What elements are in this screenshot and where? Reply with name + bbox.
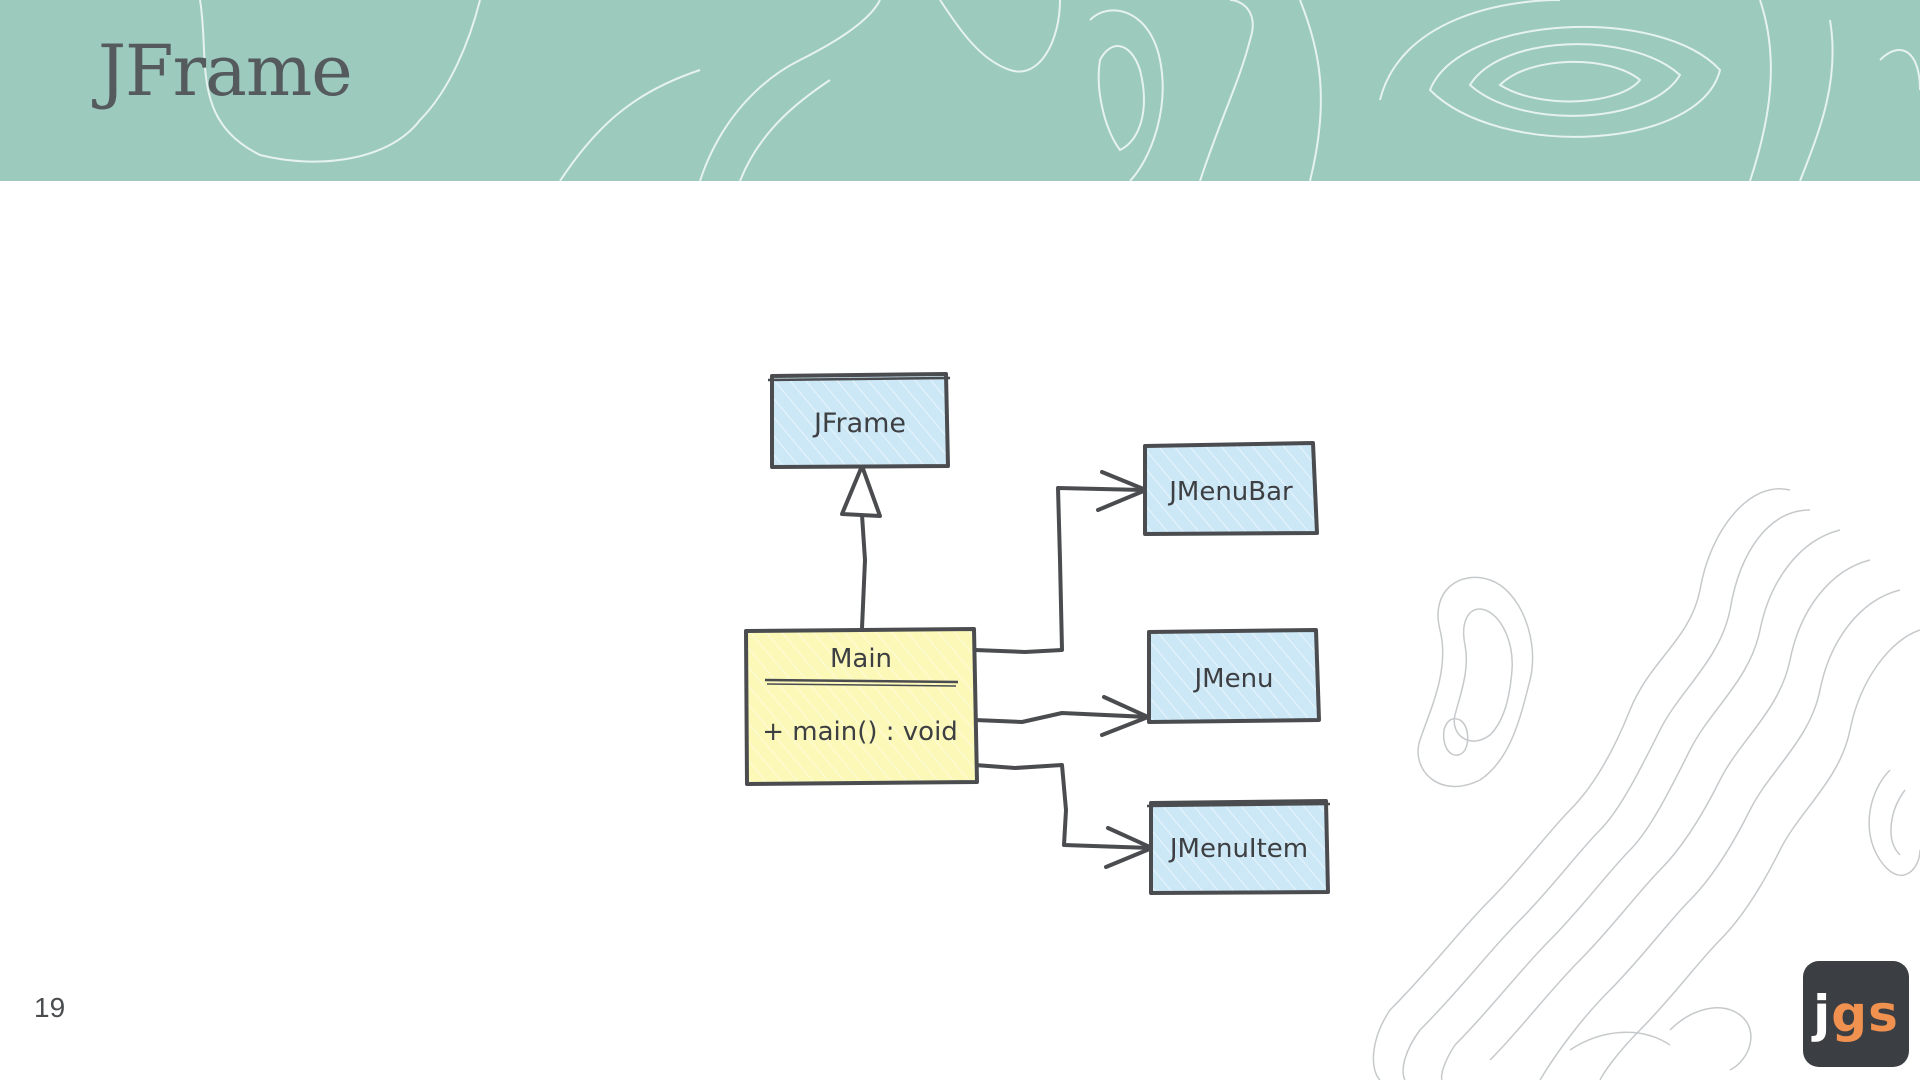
page-number: 19 [34,992,66,1023]
association-jmenuitem [973,763,1154,850]
class-name-jmenubar: JMenuBar [1167,477,1293,507]
inheritance-arrowhead [840,464,882,518]
class-name-jmenu: JMenu [1192,664,1273,694]
inheritance-line [860,513,867,630]
class-box-jmenu: JMenu [1147,628,1321,724]
class-box-jmenuitem: JMenuItem [1146,799,1331,895]
association-jmenubar [973,486,1148,654]
corner-contour-pattern [1372,487,1920,1080]
method-main: + main() : void [762,717,958,747]
class-name-jmenuitem: JMenuItem [1168,834,1308,864]
class-box-jmenubar: JMenuBar [1143,441,1319,536]
class-box-main: Main + main() : void [744,627,979,786]
header-contour-pattern [199,0,1920,181]
class-name-jframe: JFrame [812,408,906,439]
association-jmenu [973,711,1150,724]
slide-title: JFrame [98,30,353,112]
class-name-main: Main [830,644,892,674]
logo-text-gs: gs [1831,985,1899,1043]
logo-text-j: j [1813,985,1832,1043]
header-banner: JFrame [0,0,1920,181]
class-box-jframe: JFrame [767,372,951,469]
